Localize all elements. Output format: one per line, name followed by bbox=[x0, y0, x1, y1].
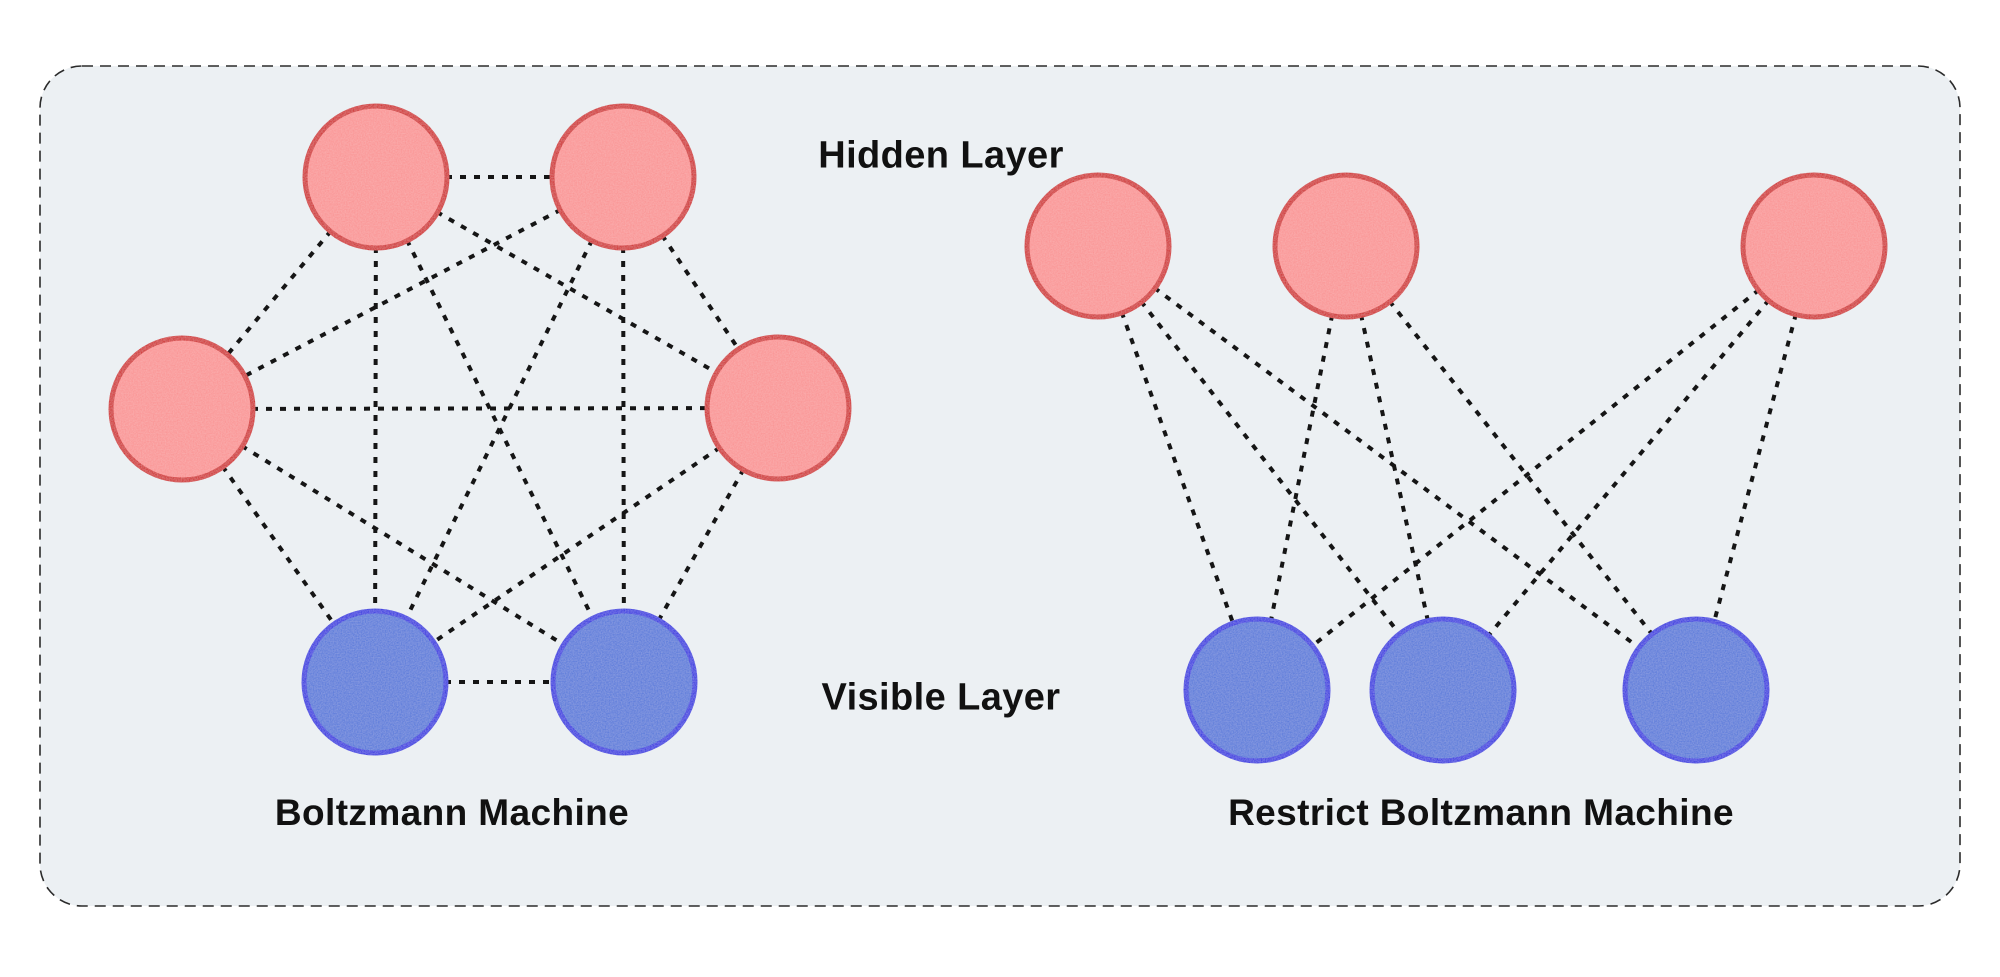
rbm-connection-edge bbox=[1255, 244, 1816, 692]
boltzmann-connection-edge bbox=[621, 176, 626, 683]
rbm-connection-edge bbox=[1255, 245, 1348, 691]
boltzmann-visible-node bbox=[550, 608, 698, 756]
rbm-hidden-node bbox=[1740, 172, 1888, 320]
boltzmann-hidden-node bbox=[704, 334, 852, 482]
rbm-visible-node bbox=[1369, 616, 1517, 764]
rbm-connection-edge bbox=[1344, 245, 1445, 691]
boltzmann-hidden-node bbox=[108, 335, 256, 483]
visible-layer-label: Visible Layer bbox=[821, 676, 1061, 719]
restricted-boltzmann-machine-caption: Restrict Boltzmann Machine bbox=[1228, 792, 1734, 833]
boltzmann-connection-edge bbox=[373, 406, 780, 684]
rbm-connection-edge bbox=[1344, 244, 1698, 692]
rbm-visible-node bbox=[1183, 616, 1331, 764]
rbm-hidden-node bbox=[1024, 172, 1172, 320]
rbm-connection-edge bbox=[1096, 244, 1698, 692]
hidden-layer-label: Hidden Layer bbox=[818, 134, 1064, 177]
rbm-visible-node bbox=[1622, 616, 1770, 764]
boltzmann-connection-edge bbox=[622, 407, 780, 683]
boltzmann-hidden-node bbox=[549, 103, 697, 251]
boltzmann-connection-edge bbox=[373, 176, 378, 683]
boltzmann-hidden-node bbox=[302, 103, 450, 251]
rbm-connection-edge bbox=[1096, 245, 1259, 691]
boltzmann-visible-node bbox=[301, 608, 449, 756]
boltzmann-connection-edge bbox=[180, 407, 626, 684]
boltzmann-connection-edge bbox=[373, 176, 625, 683]
boltzmann-connection-edge bbox=[181, 406, 779, 411]
boltzmann-machine-caption: Boltzmann Machine bbox=[274, 792, 630, 833]
rbm-connection-edge bbox=[1694, 245, 1816, 691]
rbm-hidden-node bbox=[1272, 172, 1420, 320]
rbm-connection-edge bbox=[1096, 244, 1445, 692]
